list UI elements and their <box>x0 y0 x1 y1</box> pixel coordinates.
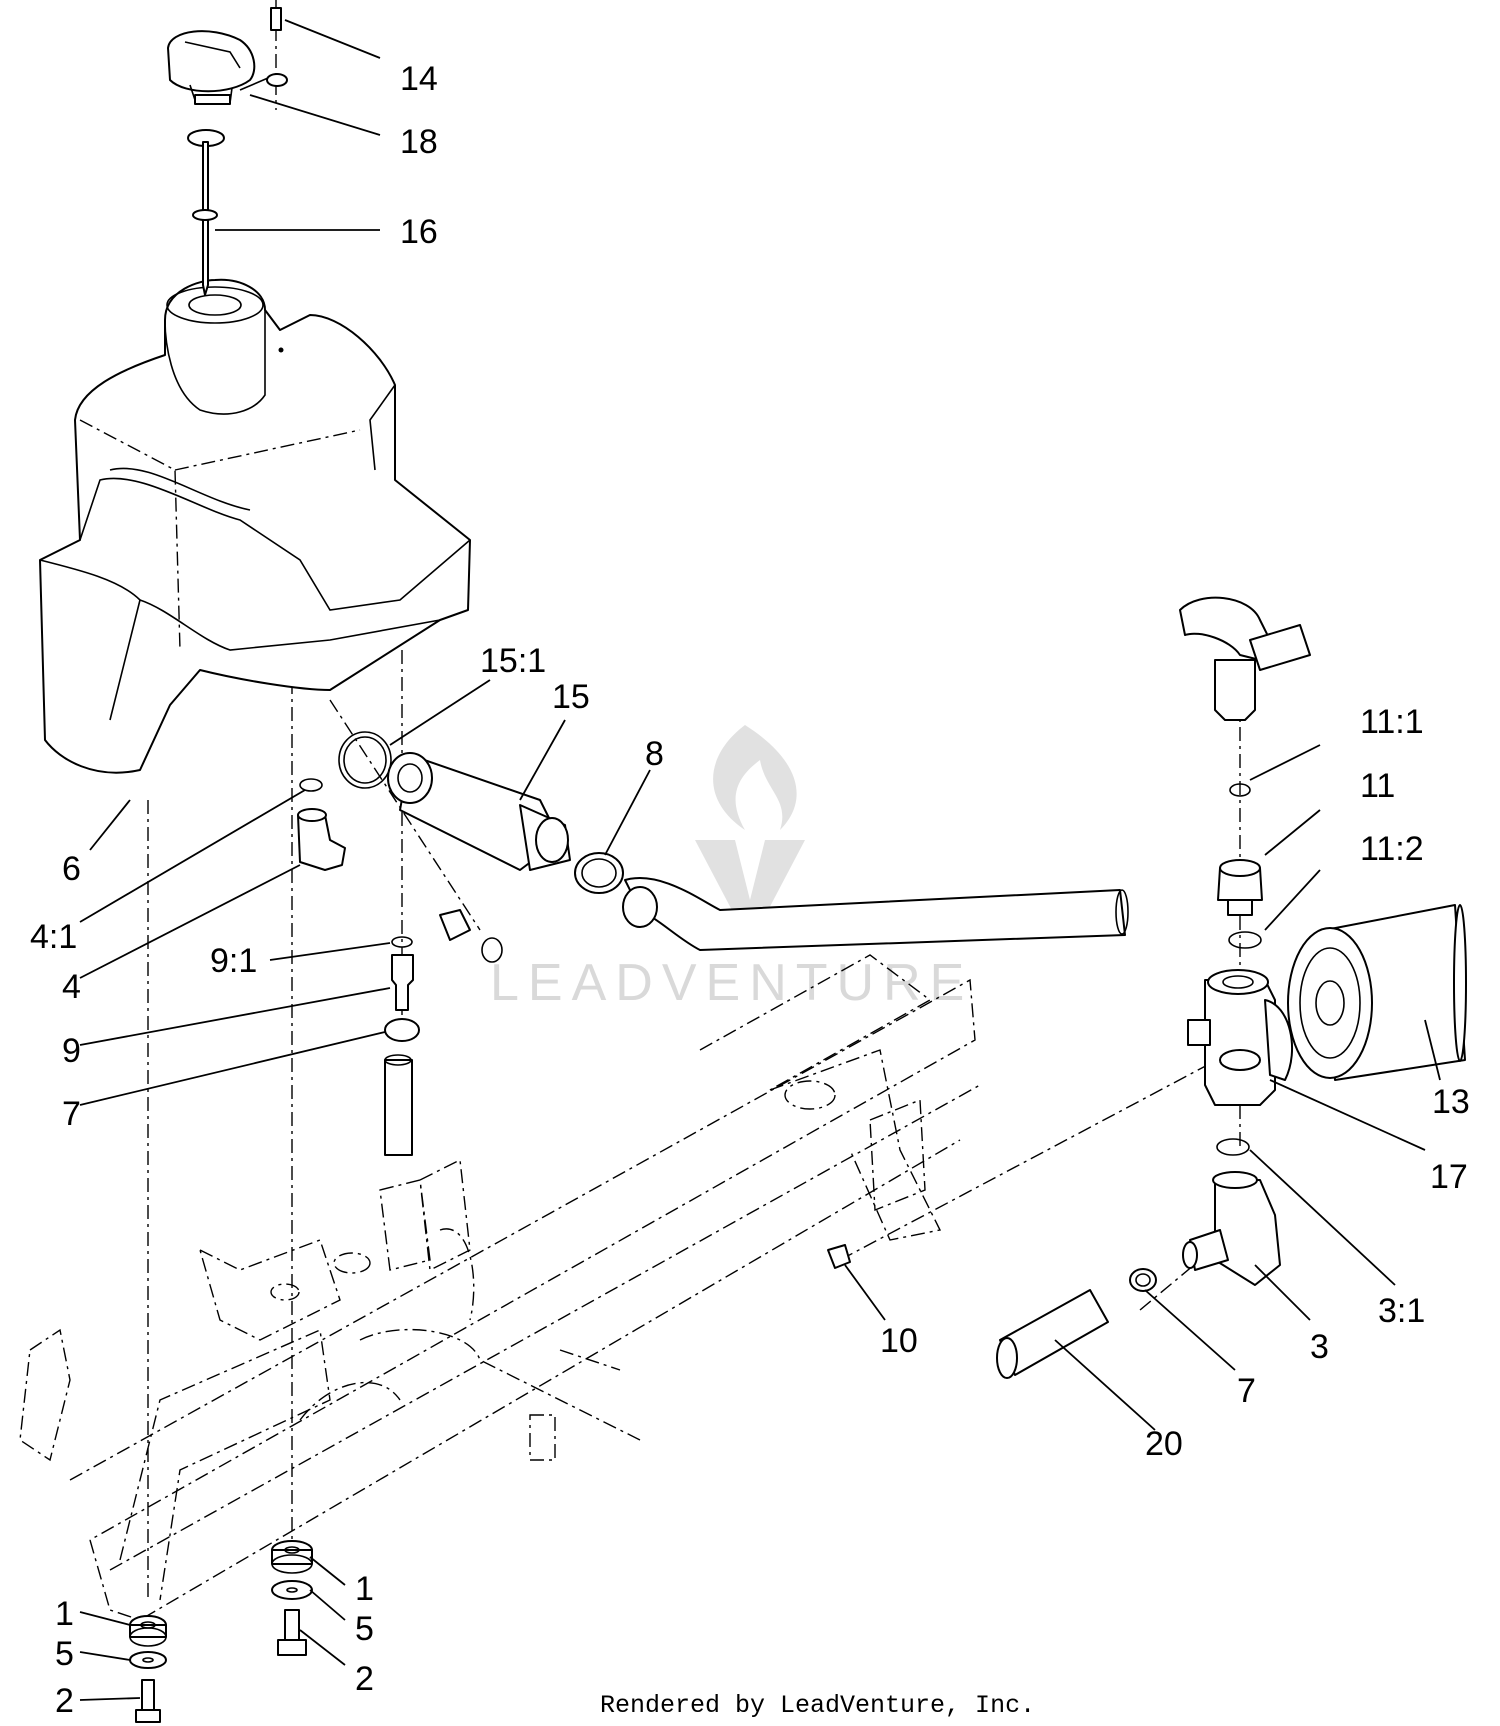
o-ring-15-1 <box>338 731 392 789</box>
suction-strainer <box>338 731 571 871</box>
clamp-7-right <box>1129 1268 1157 1292</box>
callout-9: 9 <box>62 1032 81 1070</box>
callout-2-left: 2 <box>55 1682 74 1720</box>
callout-4: 4 <box>62 968 81 1006</box>
callout-4-1: 4:1 <box>30 918 77 956</box>
callout-13: 13 <box>1432 1083 1470 1121</box>
footer-credit: Rendered by LeadVenture, Inc. <box>600 1691 1035 1720</box>
callout-16: 16 <box>400 213 438 251</box>
callout-18: 18 <box>400 123 438 161</box>
adapter-11 <box>1217 859 1263 949</box>
hydraulic-tank <box>39 278 471 774</box>
filter-head <box>1187 969 1293 1106</box>
mount-hardware-center <box>271 1540 313 1656</box>
callout-5-center: 5 <box>355 1610 374 1648</box>
hose-20 <box>996 1289 1109 1379</box>
hose-barb-fitting-9 <box>384 936 420 1156</box>
hose-assembly <box>574 852 1129 951</box>
callout-1-center: 1 <box>355 1570 374 1608</box>
callout-1-left: 1 <box>55 1595 74 1633</box>
callout-2-center: 2 <box>355 1660 374 1698</box>
callout-11-1: 11:1 <box>1360 703 1424 741</box>
breather-cap <box>167 7 288 105</box>
callout-10: 10 <box>880 1322 918 1360</box>
callout-14: 14 <box>400 60 438 98</box>
elbow-fitting-3 <box>1182 1138 1281 1286</box>
hydraulic-line-fitting <box>1179 596 1311 797</box>
mount-hardware-left <box>129 1615 167 1723</box>
assembly-centerlines <box>147 0 1331 1600</box>
leader-lines <box>79 19 1441 1701</box>
callout-11-2: 11:2 <box>1360 830 1424 868</box>
callout-11: 11 <box>1360 767 1395 805</box>
watermark-text: LEADVENTURE <box>490 954 973 1012</box>
callout-9-1: 9:1 <box>210 942 257 980</box>
callout-6: 6 <box>62 850 81 888</box>
watermark-logo: LEADVENTURE <box>490 725 973 1012</box>
callout-3: 3 <box>1310 1328 1329 1366</box>
callout-labels: 14 18 16 15:1 15 8 6 4:1 4 9:1 9 7 11:1 … <box>30 60 1470 1720</box>
bolt-10 <box>827 1244 851 1269</box>
callout-20: 20 <box>1145 1425 1183 1463</box>
callout-17: 17 <box>1430 1158 1468 1196</box>
frame-assembly <box>19 954 981 1621</box>
callout-3-1: 3:1 <box>1378 1292 1425 1330</box>
callout-5-left: 5 <box>55 1635 74 1673</box>
elbow-fitting-4 <box>297 778 503 963</box>
callout-7-left: 7 <box>62 1095 81 1133</box>
oil-filter <box>1287 904 1467 1081</box>
callout-15: 15 <box>552 678 590 716</box>
dipstick <box>187 129 225 296</box>
callout-15-1: 15:1 <box>480 642 546 680</box>
callout-8: 8 <box>645 735 664 773</box>
callout-7-right: 7 <box>1237 1372 1256 1410</box>
